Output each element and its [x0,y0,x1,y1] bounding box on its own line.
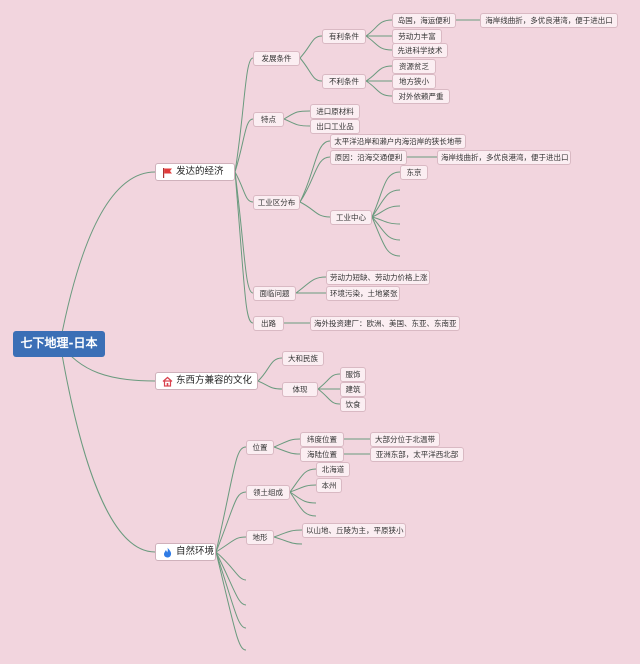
node-location[interactable]: 位置 [246,440,274,455]
node-favorable[interactable]: 有利条件 [322,29,366,44]
topic-nature-label: 自然环境 [176,546,215,557]
node-fav-1[interactable]: 岛国，海运便利 [392,13,456,28]
node-latitude[interactable]: 纬度位置 [300,432,344,447]
node-unfav-1[interactable]: 资源贫乏 [392,59,436,74]
node-feat-1[interactable]: 进口原材料 [310,104,360,119]
topic-culture-label: 东西方兼容的文化 [176,375,253,386]
node-feat-2[interactable]: 出口工业品 [310,119,360,134]
red-flag-icon [163,168,172,178]
node-sea-land-detail[interactable]: 亚洲东部，太平洋西北部 [370,447,464,462]
node-ind-2-detail[interactable]: 海岸线曲折，多优良港湾，便于进出口 [437,150,571,165]
node-fav-2[interactable]: 劳动力丰富 [392,29,442,44]
node-hokkaido[interactable]: 北海道 [316,462,350,477]
root-topic[interactable]: 七下地理-日本 [13,331,105,357]
node-yamato[interactable]: 大和民族 [282,351,324,366]
node-problems[interactable]: 面临问题 [253,286,296,301]
node-industry[interactable]: 工业区分布 [253,195,300,210]
node-solution[interactable]: 出路 [253,316,284,331]
node-territory[interactable]: 领土组成 [246,485,290,500]
node-terrain-detail[interactable]: 以山地、丘陵为主，平原狭小 [302,523,406,538]
node-unfav-3[interactable]: 对外依赖严重 [392,89,450,104]
node-unfav-2[interactable]: 地方狭小 [392,74,436,89]
node-features[interactable]: 特点 [253,112,284,127]
node-unfavorable[interactable]: 不利条件 [322,74,366,89]
node-food[interactable]: 饮食 [340,397,366,412]
node-prob-1[interactable]: 劳动力短缺、劳动力价格上涨 [326,270,430,285]
topic-economy[interactable]: 发达的经济 [155,163,235,181]
node-fav-3[interactable]: 先进科学技术 [392,43,448,58]
topic-culture[interactable]: 东西方兼容的文化 [155,372,258,390]
node-centers[interactable]: 工业中心 [330,210,372,225]
node-dev-conditions[interactable]: 发展条件 [253,51,300,66]
house-icon [162,376,173,387]
topic-nature[interactable]: 自然环境 [155,543,216,561]
node-clothing[interactable]: 服饰 [340,367,366,382]
topic-economy-label: 发达的经济 [176,166,224,177]
node-fav-1-detail[interactable]: 海岸线曲折，多优良港湾，便于进出口 [480,13,618,28]
node-show[interactable]: 体现 [282,382,318,397]
node-center-1[interactable]: 东京 [400,165,428,180]
node-architecture[interactable]: 建筑 [340,382,366,397]
node-prob-2[interactable]: 环境污染，土地紧张 [326,286,400,301]
node-ind-1[interactable]: 太平洋沿岸和濑户内海沿岸的狭长地带 [330,134,466,149]
node-ind-2[interactable]: 原因：沿海交通便利 [330,150,407,165]
node-latitude-detail[interactable]: 大部分位于北温带 [370,432,440,447]
node-sol-1[interactable]: 海外投资建厂：欧洲、美国、东亚、东南亚 [310,316,460,331]
node-sea-land[interactable]: 海陆位置 [300,447,344,462]
node-honshu[interactable]: 本州 [316,478,342,493]
node-terrain[interactable]: 地形 [246,530,274,545]
flame-icon [164,547,172,558]
